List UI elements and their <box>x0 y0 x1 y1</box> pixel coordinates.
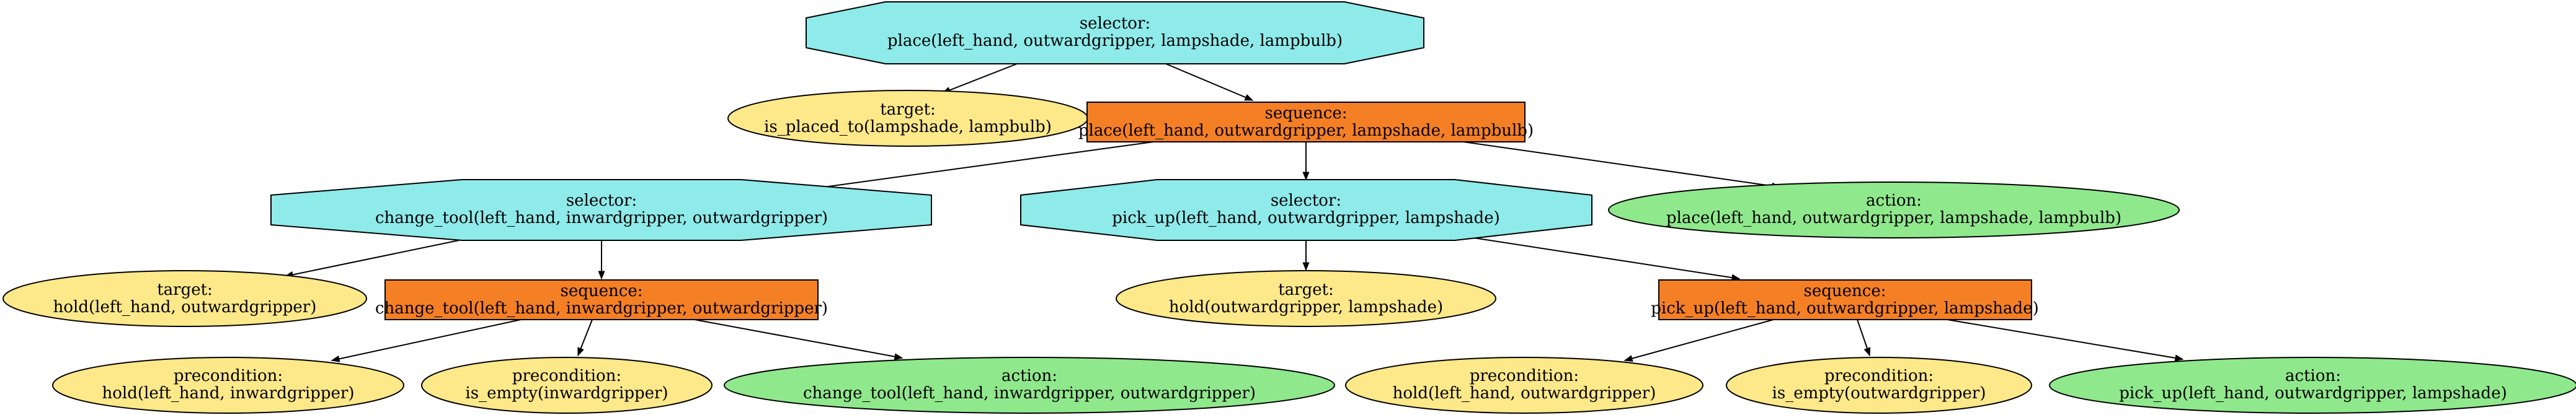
edge-n4-n9 <box>1469 237 1741 281</box>
node-type-label: precondition: <box>512 367 621 385</box>
sequence-node-change-tool: sequence: change_tool(left_hand, inwardg… <box>375 279 828 320</box>
precondition-shape <box>1345 357 1703 414</box>
node-type-label: sequence: <box>1804 282 1886 300</box>
target-node-hold-left-hand: target: hold(left_hand, outwardgripper) <box>2 270 367 327</box>
node-call-label: change_tool(left_hand, inwardgripper, ou… <box>375 299 828 318</box>
precondition-shape <box>1726 357 2032 414</box>
edge-n2-n3 <box>796 141 1154 193</box>
node-call-label: place(left_hand, outwardgripper, lampsha… <box>887 32 1343 50</box>
node-call-label: pick_up(left_hand, outwardgripper, lamps… <box>1651 299 2038 318</box>
node-type-label: precondition: <box>1470 367 1579 385</box>
node-call-label: pick_up(left_hand, outwardgripper, lamps… <box>1112 209 1499 227</box>
edge-n0-n1 <box>941 63 1018 94</box>
target-shape <box>1116 270 1496 327</box>
action-node-place: action: place(left_hand, outwardgripper,… <box>1608 181 2180 238</box>
node-call-label: hold(left_hand, inwardgripper) <box>102 384 355 403</box>
node-call-label: pick_up(left_hand, outwardgripper, lamps… <box>2119 384 2507 403</box>
precondition-shape <box>421 357 713 414</box>
sequence-shape <box>1086 102 1526 142</box>
node-call-label: is_placed_to(lampshade, lampbulb) <box>764 118 1052 136</box>
action-shape <box>1608 181 2180 238</box>
action-node-change-tool: action: change_tool(left_hand, inwardgri… <box>724 357 1335 414</box>
edge-n9-n14 <box>1857 319 1871 357</box>
node-call-label: change_tool(left_hand, inwardgripper, ou… <box>803 384 1256 403</box>
selector-shape <box>270 179 932 241</box>
edges <box>284 63 2184 362</box>
target-node-hold-outwardgripper: target: hold(outwardgripper, lampshade) <box>1116 270 1496 327</box>
edge-n9-n13 <box>1623 319 1774 362</box>
node-call-label: is_empty(outwardgripper) <box>1772 384 1986 403</box>
selector-node-place: selector: place(left_hand, outwardgrippe… <box>806 1 1424 64</box>
node-type-label: sequence: <box>1265 104 1348 123</box>
edge-n7-n10 <box>331 319 522 362</box>
target-shape <box>2 270 367 327</box>
node-type-label: action: <box>1866 191 1922 210</box>
node-call-label: is_empty(inwardgripper) <box>465 384 668 403</box>
target-node-is-placed-to: target: is_placed_to(lampshade, lampbulb… <box>727 90 1088 147</box>
precondition-node-is-empty-inwardgripper: precondition: is_empty(inwardgripper) <box>421 357 713 414</box>
node-call-label: change_tool(left_hand, inwardgripper, ou… <box>375 209 828 227</box>
selector-node-change-tool: selector: change_tool(left_hand, inwardg… <box>270 179 932 241</box>
node-type-label: action: <box>2285 367 2341 385</box>
action-node-pick-up: action: pick_up(left_hand, outwardgrippe… <box>2049 357 2576 414</box>
node-type-label: precondition: <box>1824 367 1934 385</box>
edge-n0-n2 <box>1165 63 1254 101</box>
node-type-label: target: <box>880 100 936 119</box>
action-shape <box>724 357 1335 414</box>
precondition-shape <box>52 357 404 414</box>
node-call-label: place(left_hand, outwardgripper, lampsha… <box>1666 209 2121 227</box>
node-type-label: action: <box>1002 367 1057 385</box>
precondition-node-is-empty-outwardgripper: precondition: is_empty(outwardgripper) <box>1726 357 2032 414</box>
selector-shape <box>806 1 1424 64</box>
sequence-shape <box>384 279 819 320</box>
node-call-label: place(left_hand, outwardgripper, lampsha… <box>1078 121 1534 140</box>
edge-n3-n6 <box>284 240 460 278</box>
sequence-shape <box>1658 279 2032 320</box>
sequence-node-place: sequence: place(left_hand, outwardgrippe… <box>1078 102 1534 142</box>
node-call-label: hold(left_hand, outwardgripper) <box>1393 384 1656 403</box>
edge-n7-n12 <box>694 319 904 360</box>
node-type-label: selector: <box>1080 14 1150 33</box>
edge-n9-n15 <box>1947 319 2184 362</box>
selector-shape <box>1020 179 1592 241</box>
node-type-label: selector: <box>1271 191 1341 210</box>
selector-node-pick-up: selector: pick_up(left_hand, outwardgrip… <box>1020 179 1592 241</box>
sequence-node-pick-up: sequence: pick_up(left_hand, outwardgrip… <box>1651 279 2039 320</box>
node-type-label: sequence: <box>561 282 643 300</box>
edge-n7-n11 <box>577 319 593 357</box>
precondition-node-hold-left-hand-inwardgripper: precondition: hold(left_hand, inwardgrip… <box>52 357 404 414</box>
node-type-label: target: <box>157 281 213 299</box>
node-call-label: hold(outwardgripper, lampshade) <box>1169 298 1443 317</box>
node-type-label: selector: <box>566 191 637 210</box>
action-shape <box>2049 357 2576 414</box>
edge-n2-n5 <box>1463 141 1781 190</box>
node-type-label: target: <box>1278 281 1334 299</box>
node-call-label: hold(left_hand, outwardgripper) <box>53 298 317 317</box>
precondition-node-hold-left-hand-outwardgripper: precondition: hold(left_hand, outwardgri… <box>1345 357 1703 414</box>
node-type-label: precondition: <box>174 367 283 385</box>
